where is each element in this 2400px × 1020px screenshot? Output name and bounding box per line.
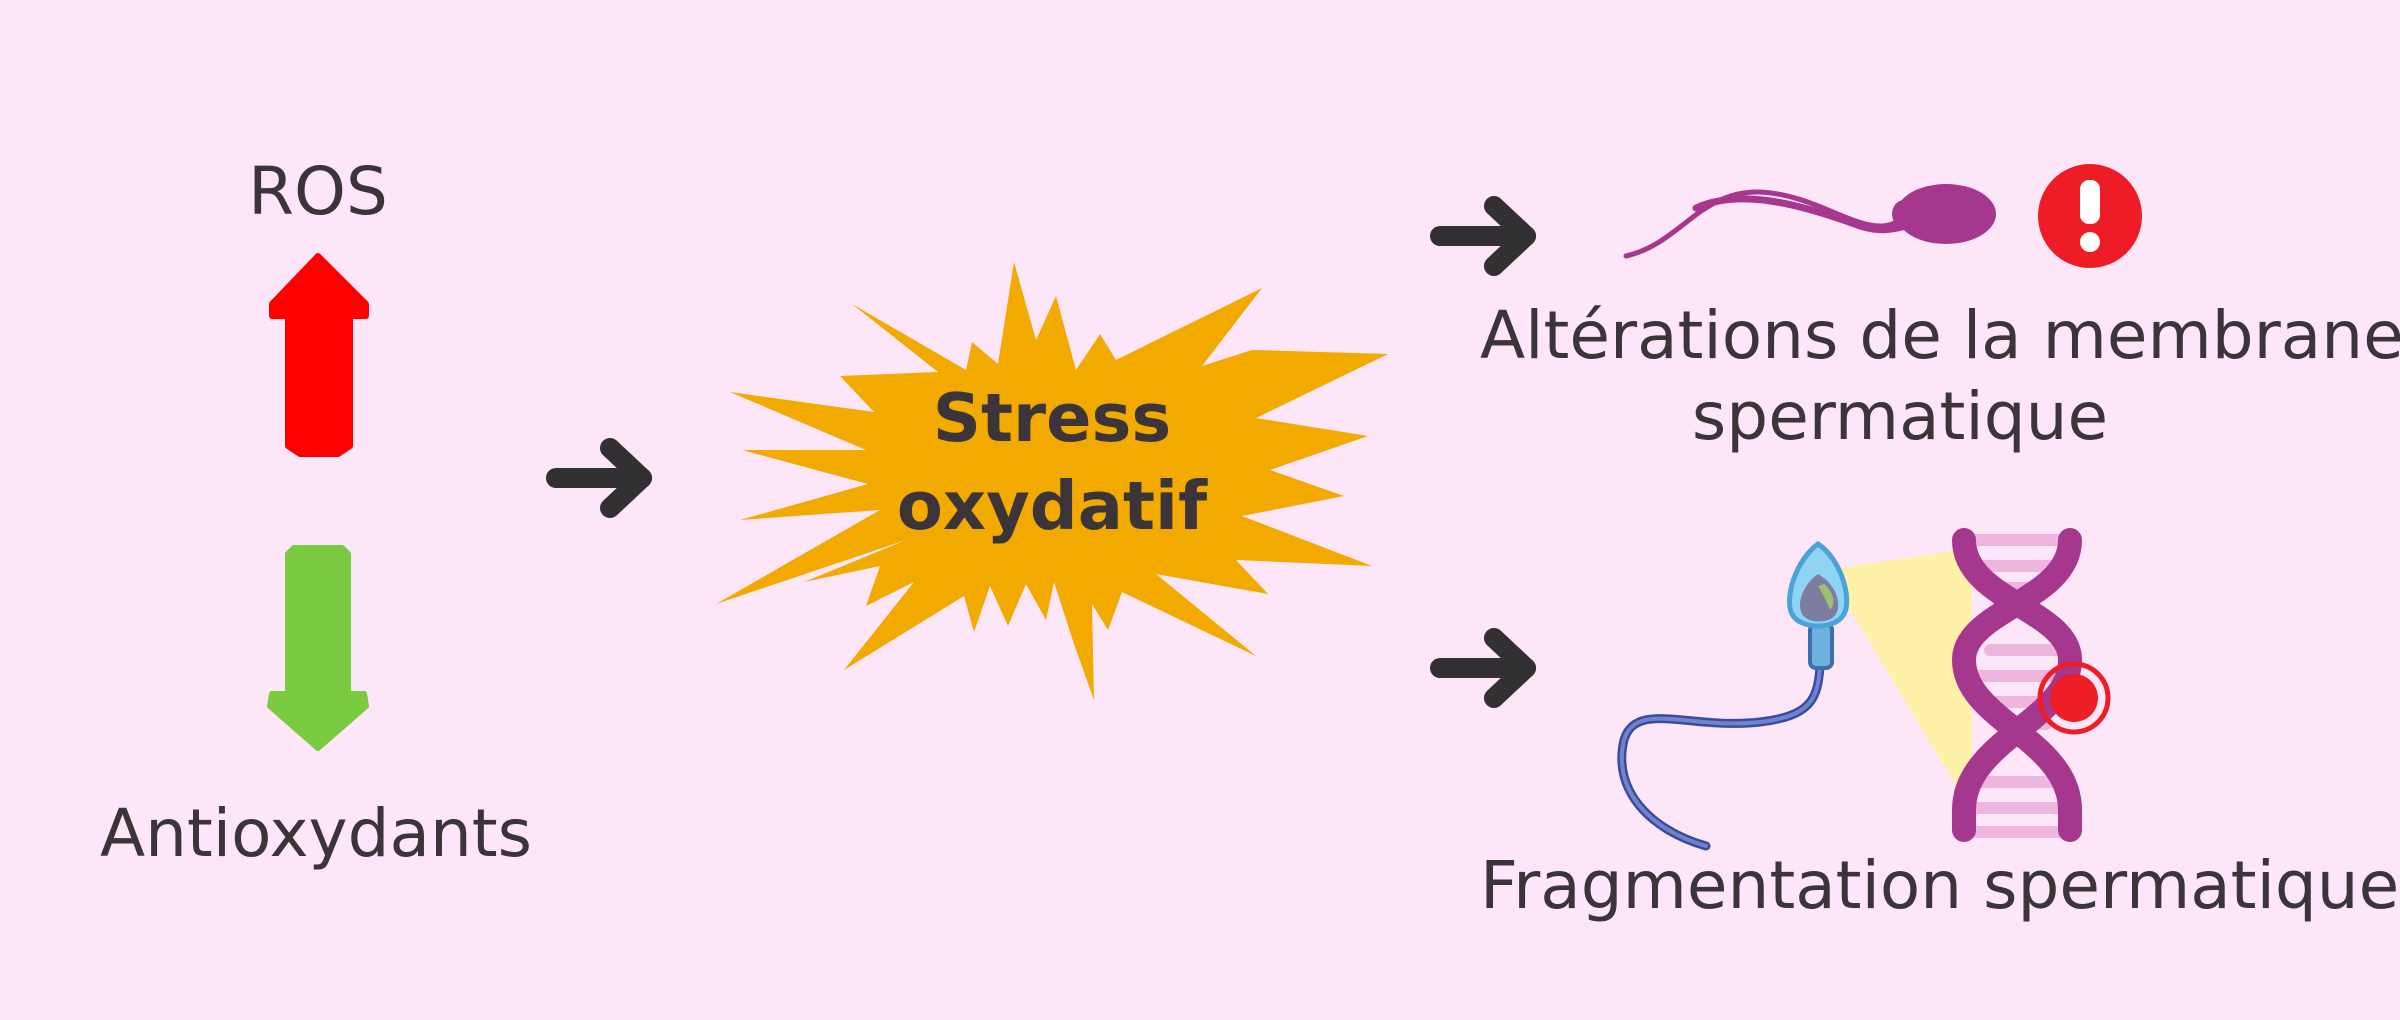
sperm-icon bbox=[1623, 184, 1996, 259]
burst-label: Stress oxydatif bbox=[852, 374, 1252, 551]
alert-icon bbox=[2038, 164, 2142, 268]
burst-icon bbox=[716, 262, 1388, 700]
antioxidants-label: Antioxydants bbox=[99, 795, 533, 872]
burst-label-line1: Stress bbox=[932, 379, 1172, 457]
sperm-head-icon bbox=[1617, 540, 1972, 851]
down-arrow-icon bbox=[267, 545, 369, 751]
burst-label-line2: oxydatif bbox=[896, 467, 1208, 546]
chevron-arrow-icon bbox=[546, 438, 652, 518]
chevron-arrow-icon bbox=[1430, 628, 1536, 708]
chevron-arrow-icon bbox=[1430, 196, 1536, 276]
up-arrow-icon bbox=[269, 253, 369, 457]
membrane-outcome-label: Altérations de la membrane spermatique bbox=[1480, 296, 2400, 457]
fragmentation-outcome-label: Fragmentation spermatique bbox=[1480, 847, 2400, 924]
membrane-outcome-line2: spermatique bbox=[1691, 377, 2109, 455]
membrane-outcome-line1: Altérations de la membrane bbox=[1480, 297, 2400, 374]
ros-label: ROS bbox=[248, 153, 388, 230]
dna-icon bbox=[1951, 528, 2111, 842]
